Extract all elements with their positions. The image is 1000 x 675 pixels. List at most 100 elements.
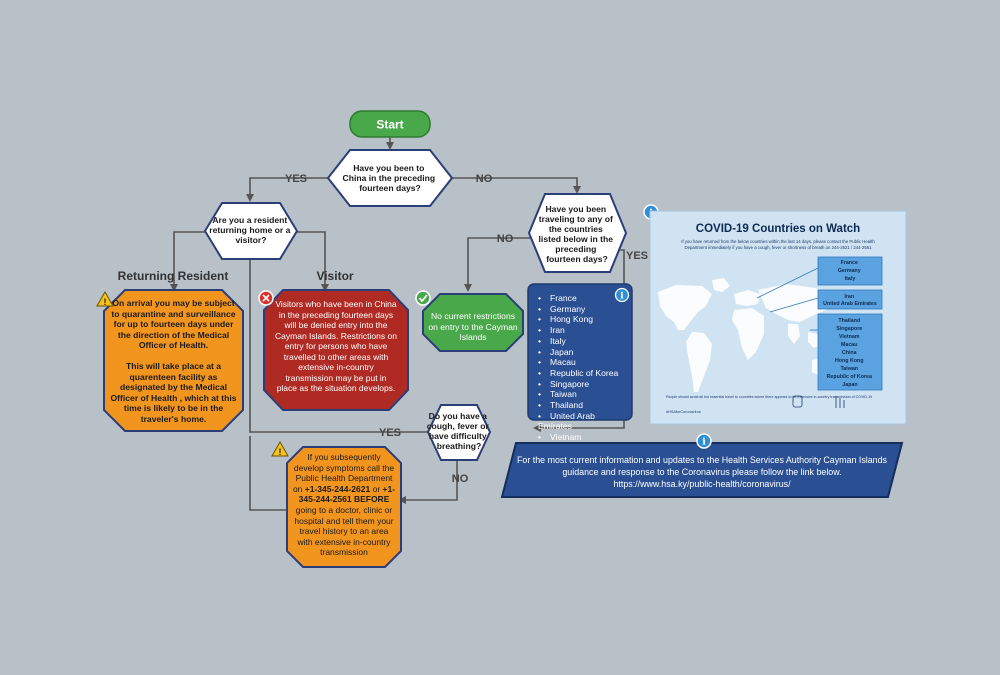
label-yes-symptoms: YES: [379, 427, 401, 439]
watch-group-3-item: Macau: [841, 342, 858, 348]
country-list-item: Iran: [538, 325, 630, 336]
watch-group-3-item: China: [842, 350, 857, 356]
countries-list: FranceGermanyHong KongIranItalyJapanMaca…: [538, 293, 630, 442]
symptoms-pre: If you subsequently develop symptoms cal…: [292, 452, 395, 494]
country-list-item: United Arab Emirates: [538, 411, 630, 432]
q4-line-3: have difficulty: [429, 431, 487, 441]
watch-group-2-box: [817, 289, 883, 310]
q3-line-2: traveling to any of: [539, 214, 613, 224]
watch-group-3-item: Japan: [842, 382, 857, 388]
symptoms-before: BEFORE: [351, 494, 390, 505]
label-no-countries: NO: [497, 233, 514, 245]
visitor-paragraph: Visitors who have been in China in the p…: [275, 299, 397, 393]
q3-line-6: fourteen days?: [546, 254, 608, 264]
info-banner-shape: [500, 442, 904, 498]
start-terminal: [349, 110, 431, 138]
info-banner-line-1: For the most current information and upd…: [517, 455, 887, 465]
country-list-item: Italy: [538, 336, 630, 347]
country-list-item: France: [538, 293, 630, 304]
watch-group-1-item: Italy: [845, 276, 856, 282]
info-banner-line-2: guidance and response to the Coronavirus…: [562, 467, 842, 477]
decision-symptoms: [426, 404, 492, 461]
decision-china: [326, 149, 454, 207]
country-list-item: Taiwan: [538, 389, 630, 400]
visitor-box-text: Visitors who have been in China in the p…: [275, 299, 397, 403]
label-no-china: NO: [476, 173, 493, 185]
q3-line-3: the countries: [549, 224, 603, 234]
q1-line-3: fourteen days?: [359, 183, 421, 193]
country-list-item: Singapore: [538, 379, 630, 390]
q3-line-1: Have you been: [545, 204, 606, 214]
decision-countries-text: Have you been traveling to any of the co…: [539, 204, 616, 264]
watch-group-3-item: Singapore: [836, 326, 862, 332]
resident-box-shape: [103, 289, 244, 432]
svg-text:!: !: [279, 447, 282, 457]
label-visitor: Visitor: [316, 269, 353, 283]
label-no-symptoms: NO: [452, 473, 469, 485]
no-restrictions-shape: [422, 293, 524, 352]
symptoms-box-shape: [286, 446, 402, 568]
watch-group-3-box: [817, 313, 883, 391]
watch-panel-subtitle-1: If you have returned from the below coun…: [681, 239, 875, 244]
country-list-item: Germany: [538, 304, 630, 315]
watch-group-1: France Germany Italy: [838, 260, 862, 282]
visitor-box-shape: [263, 289, 409, 411]
country-list-item: Macau: [538, 357, 630, 368]
phone-1: +1-345-244-2621: [304, 483, 371, 494]
watch-panel-hashtag: #HSAforCoronavirus: [666, 410, 701, 414]
decision-resident-text: Are you a resident returning home or a v…: [209, 215, 293, 245]
watch-group-3-item: Thailand: [838, 318, 860, 324]
label-yes-china: YES: [285, 173, 307, 185]
check-icon: [415, 290, 431, 306]
q4-line-4: breathing?: [437, 441, 481, 451]
start-label: Start: [376, 118, 403, 132]
watch-group-1-item: Germany: [838, 268, 861, 274]
decision-china-text: Have you been to China in the preceding …: [342, 163, 437, 193]
resident-paragraph-2: This will take place at a quarenteen fac…: [110, 360, 237, 424]
symptoms-box-text: If you subsequently develop symptoms cal…: [292, 452, 396, 558]
q2-line-2: returning home or a: [209, 225, 290, 235]
watch-group-3-item: Taiwan: [840, 366, 858, 372]
phone-2: +1-345-244-2561: [298, 483, 396, 505]
label-yes-countries: YES: [626, 250, 648, 262]
svg-text:i: i: [702, 437, 706, 448]
info-icon: i: [696, 433, 712, 449]
label-returning-resident: Returning Resident: [118, 269, 229, 283]
warning-icon: !: [96, 290, 114, 307]
q4-line-2: cough, fever or: [427, 421, 490, 431]
watch-group-3-item: Republic of Korea: [827, 374, 872, 380]
error-x-icon: [258, 290, 274, 306]
watch-group-3-item: Hong Kong: [835, 358, 864, 364]
country-list-item: Thailand: [538, 400, 630, 411]
q1-line-1: Have you been to: [353, 163, 424, 173]
q2-line-1: Are you a resident: [212, 215, 287, 225]
watch-panel-footer: People should avoid all but essential tr…: [666, 395, 872, 399]
watch-group-2-item: Iran: [844, 294, 854, 300]
watch-panel-title: COVID-19 Countries on Watch: [696, 223, 860, 235]
resident-paragraph-1: On arrival you may be subject to quarant…: [111, 298, 236, 351]
watch-group-3-item: Vietnam: [839, 334, 860, 340]
warning-icon: !: [271, 440, 289, 457]
watch-group-3: Thailand Singapore Vietnam Macau China H…: [827, 318, 874, 388]
watch-group-1-box: [817, 256, 883, 286]
hsa-logo-icon: [792, 395, 845, 408]
decision-resident: [203, 202, 299, 260]
svg-text:!: !: [104, 297, 107, 307]
q3-line-5: preceding: [555, 244, 596, 254]
symptoms-paragraph: If you subsequently develop symptoms cal…: [292, 452, 396, 558]
decision-symptoms-text: Do you have a cough, fever or have diffi…: [427, 411, 491, 451]
country-list-item: Vietnam: [538, 432, 630, 443]
info-banner-text: For the most current information and upd…: [510, 454, 894, 490]
no-restrictions-text: No current restrictions on entry to the …: [428, 311, 518, 343]
decision-countries: [527, 193, 628, 273]
country-list-item: Japan: [538, 347, 630, 358]
watch-group-2: Iran United Arab Emirates: [823, 294, 877, 307]
q3-line-4: listed below in the: [539, 234, 614, 244]
symptoms-mid: or: [370, 483, 383, 494]
info-banner-link[interactable]: https://www.hsa.ky/public-health/coronav…: [613, 479, 791, 489]
watch-group-2-item: United Arab Emirates: [823, 301, 877, 307]
resident-box-text: On arrival you may be subject to quarant…: [110, 298, 237, 426]
q1-line-2: China in the preceding: [342, 173, 435, 183]
country-list-item: Republic of Korea: [538, 368, 630, 379]
watch-panel-subtitle-2: Department immediately if you have a cou…: [684, 245, 872, 250]
